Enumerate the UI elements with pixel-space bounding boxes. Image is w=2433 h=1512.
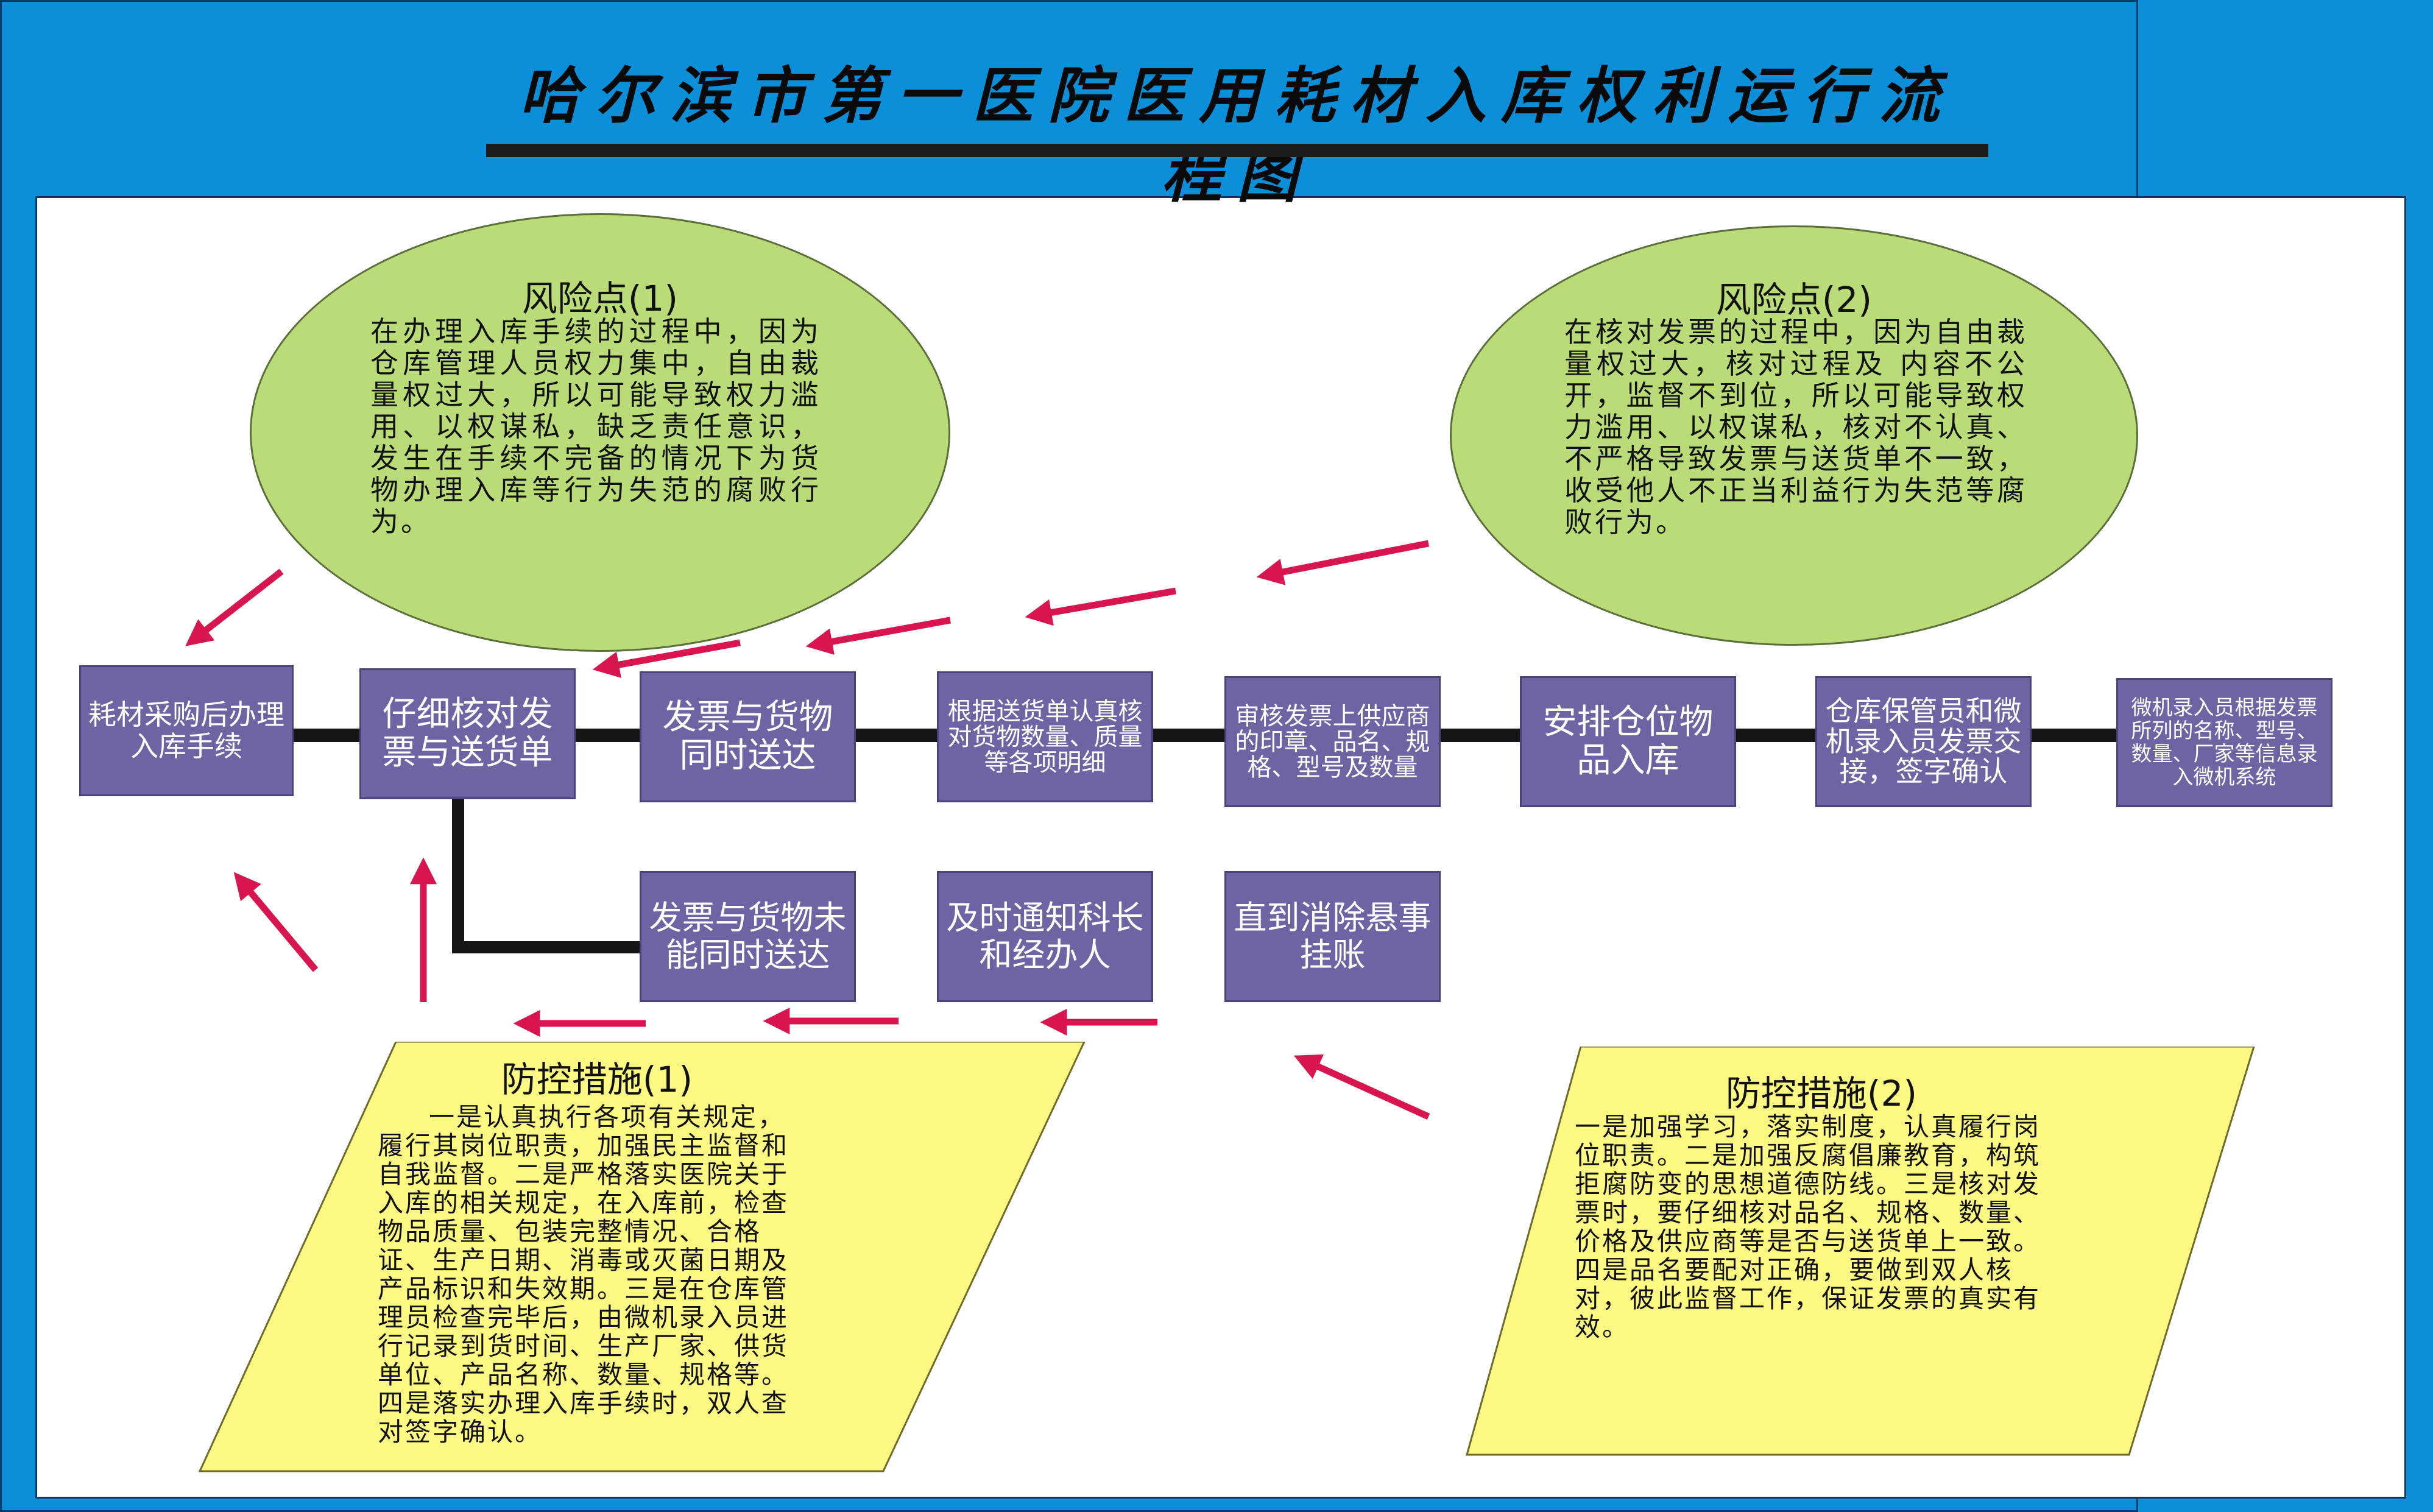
flow-step-1-label: 耗材采购后办理入库手续 (88, 698, 284, 763)
branch-step-2: 及时通知科长和经办人 (937, 871, 1153, 1002)
flow-step-1: 耗材采购后办理入库手续 (79, 665, 294, 796)
flow-step-8: 微机录入员根据发票所列的名称、型号、数量、厂家等信息录入微机系统 (2116, 678, 2332, 807)
flow-step-4: 根据送货单认真核对货物数量、质量等各项明细 (937, 671, 1153, 802)
measure-heading-1: 防控措施(1) (501, 1059, 693, 1100)
arrow-step4-to-step3 (805, 616, 951, 655)
risk-heading-2: 风险点(2) (1715, 279, 1873, 320)
measure-heading-2: 防控措施(2) (1725, 1073, 1918, 1114)
risk-body-1: 在办理入库手续的过程中，因为仓库管理人员权力集中，自由裁量权过大，所以可能导致权… (370, 315, 821, 538)
flow-step-2-label: 仔细核对发票与送货单 (382, 694, 553, 772)
risk-ellipse-1: 风险点(1) 在办理入库手续的过程中，因为仓库管理人员权力集中，自由裁量权过大，… (250, 213, 950, 652)
measure-panel-1: 防控措施(1) 一是认真执行各项有关规定，履行其岗位职责，加强民主监督和自我监督… (195, 1042, 1090, 1474)
branch-step-2-label: 及时通知科长和经办人 (946, 899, 1144, 974)
arrow-risk1-to-step1 (185, 568, 284, 646)
flow-step-5: 审核发票上供应商的印章、品名、规格、型号及数量 (1224, 676, 1441, 807)
arrow-measure1-to-step1 (233, 872, 319, 972)
branch-step-1: 发票与货物未能同时送达 (640, 871, 856, 1002)
branch-step-1-label: 发票与货物未能同时送达 (649, 899, 847, 974)
arrow-risk2-to-step5 (1256, 540, 1430, 585)
flow-step-5-label: 审核发票上供应商的印章、品名、规格、型号及数量 (1235, 702, 1430, 782)
risk-heading-1: 风险点(1) (521, 278, 679, 319)
measure-shape-1 (198, 1042, 1086, 1472)
page-title: 哈尔滨市第一医院医用耗材入库权利运行流程图 (519, 60, 1954, 211)
measure-body-2: 一是加强学习，落实制度，认真履行岗位职责。二是加强反腐倡廉教育，构筑拒腐防变的思… (1575, 1112, 2041, 1342)
flow-step-7: 仓库保管员和微机录入员发票交接，签字确认 (1815, 676, 2032, 807)
risk-ellipse-2: 风险点(2) 在核对发票的过程中，因为自由裁量权过大，核对过程及 内容不公开，监… (1450, 225, 2138, 646)
flow-step-7-label: 仓库保管员和微机录入员发票交接，签字确认 (1825, 694, 2022, 788)
title-underline (486, 144, 1988, 157)
arrow-step3-to-step2 (592, 639, 741, 678)
flow-step-3-label: 发票与货物同时送达 (662, 697, 833, 775)
branch-step-3: 直到消除悬事挂账 (1224, 871, 1441, 1002)
flow-step-6: 安排仓位物品入库 (1520, 676, 1736, 807)
measure-body-1: 一是认真执行各项有关规定，履行其岗位职责，加强民主监督和自我监督。二是严格落实医… (378, 1102, 789, 1447)
arrow-step5-to-step4 (1025, 587, 1176, 626)
title-area: 哈尔滨市第一医院医用耗材入库权利运行流程图 (487, 56, 1986, 211)
flow-step-4-label: 根据送货单认真核对货物数量、质量等各项明细 (947, 697, 1143, 777)
flow-step-6-label: 安排仓位物品入库 (1542, 702, 1714, 780)
measure-shape-2 (1466, 1047, 2255, 1456)
measure-panel-2: 防控措施(2) 一是加强学习，落实制度，认真履行岗位职责。二是加强反腐倡廉教育，… (1462, 1047, 2266, 1458)
flow-step-8-label: 微机录入员根据发票所列的名称、型号、数量、厂家等信息录入微机系统 (2131, 695, 2318, 790)
flow-step-2: 仔细核对发票与送货单 (359, 668, 576, 799)
branch-step-3-label: 直到消除悬事挂账 (1234, 899, 1432, 974)
arrow-measure2-to-branch (1293, 1054, 1430, 1120)
branch-line-horizontal (452, 941, 642, 953)
risk-body-2: 在核对发票的过程中，因为自由裁量权过大，核对过程及 内容不公开，监督不到位，所以… (1564, 316, 2027, 539)
branch-line-vertical (452, 798, 464, 953)
flow-step-3: 发票与货物同时送达 (640, 671, 856, 802)
